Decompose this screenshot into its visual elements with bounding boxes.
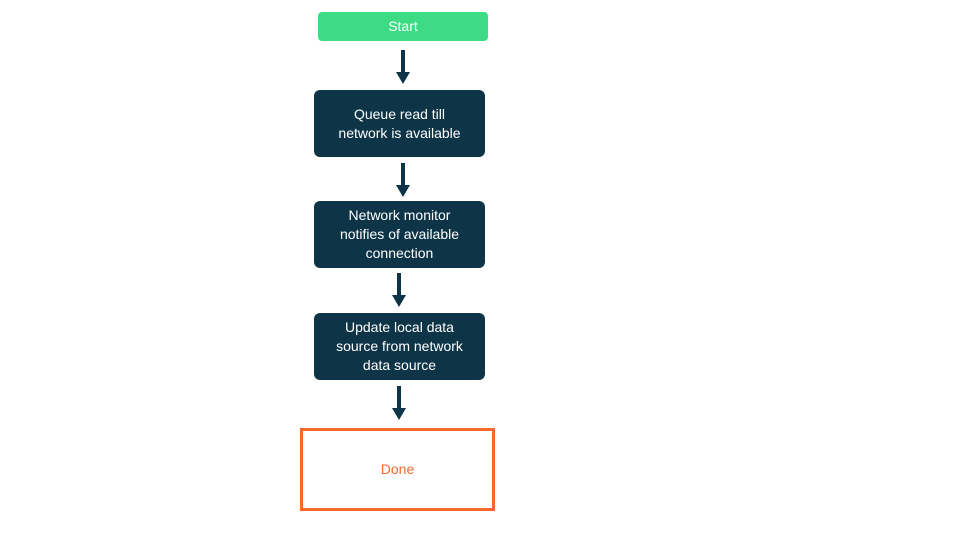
flow-node-network-monitor-label: Network monitor notifies of available co…	[339, 207, 460, 261]
arrow-down-icon	[396, 163, 410, 197]
arrow-down-icon	[392, 386, 406, 420]
flow-node-done: Done	[300, 428, 495, 511]
flow-node-start: Start	[318, 12, 488, 41]
flow-node-network-monitor: Network monitor notifies of available co…	[314, 201, 485, 268]
flow-node-update-local-data: Update local data source from network da…	[314, 313, 485, 380]
arrow-down-icon	[396, 50, 410, 84]
flow-node-done-label: Done	[380, 461, 415, 477]
flow-node-start-label: Start	[388, 18, 418, 34]
flow-node-update-local-data-label: Update local data source from network da…	[336, 319, 463, 373]
flow-node-queue-read: Queue read till network is available	[314, 90, 485, 157]
flow-node-queue-read-label: Queue read till network is available	[338, 105, 461, 141]
arrow-down-icon	[392, 273, 406, 307]
